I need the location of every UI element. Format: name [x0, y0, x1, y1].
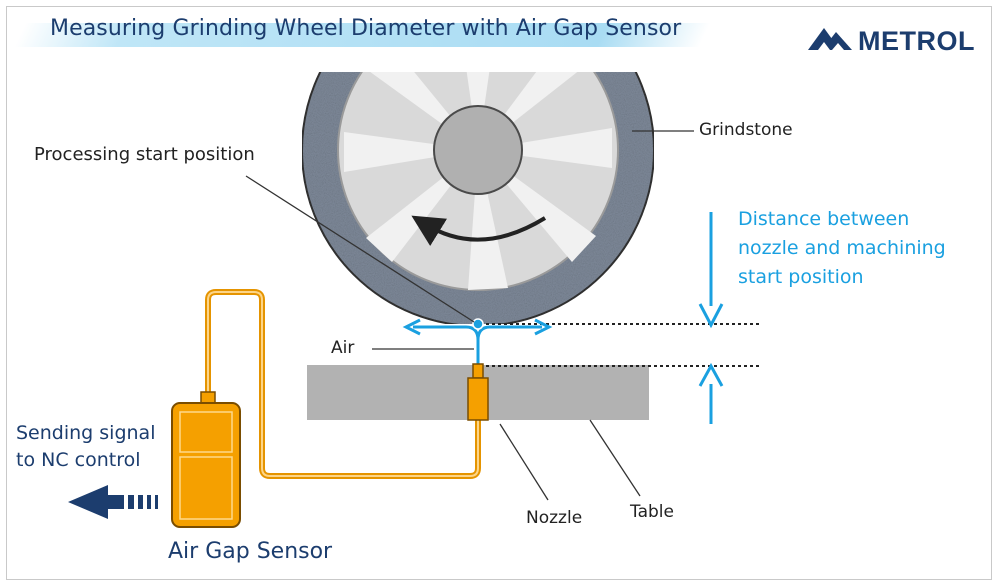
distance-label-line3: start position	[738, 266, 864, 288]
title-banner: Measuring Grinding Wheel Diameter with A…	[0, 13, 740, 47]
rotation-arrow-icon	[411, 215, 547, 247]
nozzle-label: Nozzle	[526, 508, 583, 528]
signal-label: Sending signal to NC control	[16, 420, 155, 474]
grindstone-wheel	[301, 72, 655, 324]
distance-label-line2: nozzle and machining	[738, 237, 946, 259]
nozzle	[467, 363, 489, 421]
processing-start-point	[472, 318, 484, 330]
distance-arrow-up	[698, 362, 724, 424]
grindstone-label: Grindstone	[699, 120, 793, 140]
signal-label-line1: Sending signal	[16, 422, 156, 444]
air-label: Air	[331, 338, 355, 358]
left-arrow-icon	[68, 485, 158, 519]
distance-arrow-down	[698, 212, 724, 329]
air-gap-sensor-device	[171, 391, 241, 528]
air-flow-arrows	[402, 318, 553, 364]
distance-label: Distance between nozzle and machining st…	[738, 205, 946, 292]
processing-start-label: Processing start position	[34, 144, 255, 165]
page-title: Measuring Grinding Wheel Diameter with A…	[50, 16, 682, 41]
leader-lines	[245, 130, 694, 501]
signal-label-line2: to NC control	[16, 449, 141, 471]
sensor-label: Air Gap Sensor	[168, 539, 333, 564]
frame-border	[6, 6, 992, 580]
logo-text: METROL	[858, 26, 975, 56]
metrol-mountain-icon	[808, 28, 852, 50]
distance-label-line1: Distance between	[738, 208, 910, 230]
table-label: Table	[630, 502, 674, 522]
